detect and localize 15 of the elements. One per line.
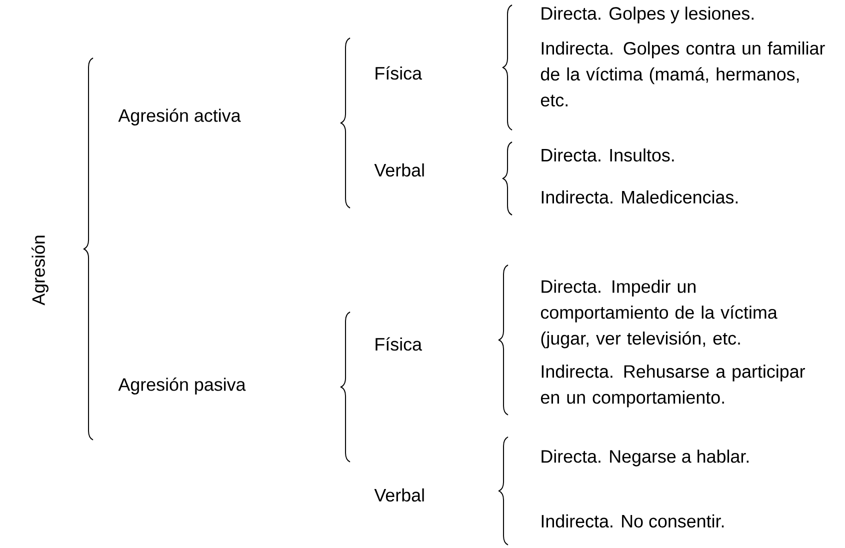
- tree-label: Indirecta. No consentir.: [542, 514, 724, 528]
- tree-label: Indirecta. Golpes contra un familiar de la víctima (mamá, hermanos, etc.: [540, 42, 825, 106]
- tree-label: Verbal: [374, 163, 424, 177]
- tree-label: Física: [376, 66, 422, 80]
- tree-label: Agresión: [32, 236, 48, 306]
- tree-label: Agresión pasiva: [118, 378, 246, 394]
- tree-label: Verbal: [374, 488, 424, 502]
- tree-label: Directa. Negarse a hablar.: [542, 450, 749, 466]
- tree-label: Directa. Insultos.: [542, 148, 674, 162]
- tree-label: Indirecta. Rehusarse a participar en un comportamiento.: [540, 364, 805, 408]
- tree-label: Agresión activa: [118, 108, 241, 126]
- tree-label: Directa. Impedir un comportamiento de la víctima (jugar, ver televisión, etc.: [540, 280, 778, 348]
- tree-label: Física: [376, 337, 422, 351]
- tree-label: Directa. Golpes y lesiones.: [542, 6, 754, 24]
- tree-label: Indirecta. Maledicencias.: [542, 190, 738, 204]
